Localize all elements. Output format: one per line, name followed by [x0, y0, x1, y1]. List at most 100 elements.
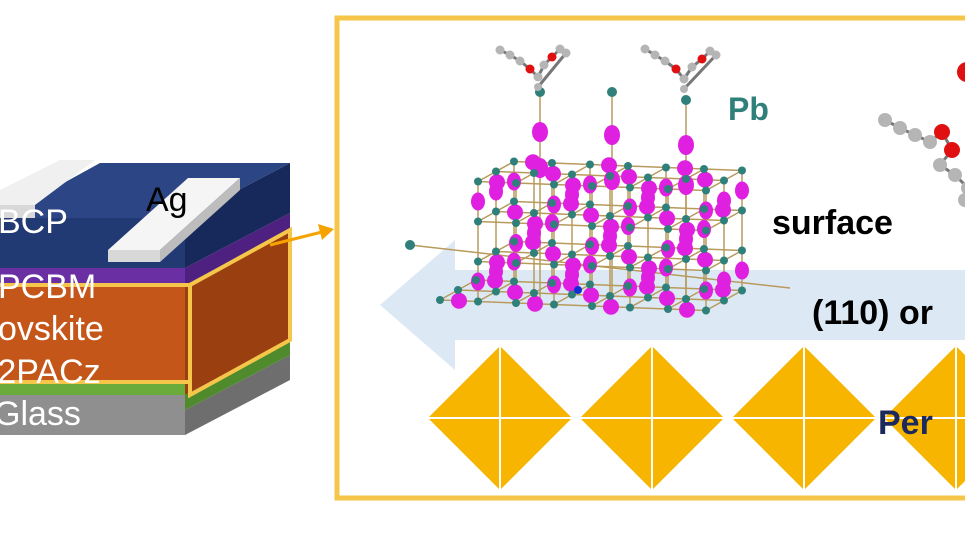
pb-atom — [510, 238, 518, 246]
pb-atom — [607, 87, 617, 97]
pb-atom — [568, 211, 576, 219]
orientation-label: (110) or — [812, 296, 933, 330]
pb-atom — [624, 242, 632, 250]
ag-electrode-right-front — [108, 250, 160, 262]
molecule-atom — [698, 55, 707, 64]
halide-atom — [565, 257, 581, 273]
layer-label-sam: -2PACz — [0, 355, 101, 389]
pb-atom — [606, 172, 614, 180]
pb-atom — [588, 262, 596, 270]
perovskite-label: Per — [878, 406, 933, 440]
pb-atom — [588, 302, 596, 310]
pb-atom — [626, 304, 634, 312]
pb-atom — [626, 264, 634, 272]
pb-atom — [738, 167, 746, 175]
molecule-atom — [680, 85, 688, 93]
molecule-atom — [496, 46, 505, 55]
molecule-atom — [540, 61, 549, 70]
pb-atom — [586, 241, 594, 249]
halide-atom — [621, 249, 637, 265]
pb-atom — [626, 184, 634, 192]
pb-atom — [588, 182, 596, 190]
halide-atom — [677, 240, 693, 256]
pb-atom — [472, 276, 480, 284]
layer-label-glass: Glass — [0, 397, 81, 431]
pb-atom — [436, 296, 444, 304]
pb-atom — [586, 201, 594, 209]
halide-atom — [659, 210, 675, 226]
molecule-atom — [534, 73, 543, 82]
halide-atom — [735, 262, 749, 280]
halide-atom — [678, 135, 694, 155]
halide-atom — [679, 302, 695, 318]
halide-atom — [641, 260, 657, 276]
halide-atom — [639, 199, 655, 215]
pb-atom — [624, 282, 632, 290]
molecule-atom — [923, 135, 937, 149]
pb-atom — [644, 174, 652, 182]
pb-atom — [405, 240, 415, 250]
halide-atom — [659, 290, 675, 306]
pb-atom — [492, 288, 500, 296]
pb-atom — [664, 305, 672, 313]
pb-atom — [681, 95, 691, 105]
molecule-atom — [688, 63, 697, 72]
molecule-atom — [933, 158, 947, 172]
halide-atom — [507, 284, 523, 300]
pb-atom — [474, 178, 482, 186]
pb-atom — [662, 244, 670, 252]
pb-label: Pb — [728, 93, 769, 125]
electrode-label-ag: Ag — [146, 183, 188, 217]
halide-atom — [715, 282, 731, 298]
pb-atom — [700, 245, 708, 253]
pb-atom — [624, 202, 632, 210]
pb-atom — [548, 279, 556, 287]
halide-atom — [451, 293, 467, 309]
molecule-atom — [548, 53, 557, 62]
molecule-atom — [944, 142, 960, 158]
halide-atom — [697, 172, 713, 188]
pb-atom — [702, 187, 710, 195]
halide-atom — [507, 204, 523, 220]
pb-atom — [700, 285, 708, 293]
layer-label-perovskite: ovskite — [0, 312, 104, 346]
molecule-atom — [908, 128, 922, 142]
pb-atom — [662, 204, 670, 212]
pb-atom — [510, 158, 518, 166]
pb-atom — [644, 294, 652, 302]
pb-atom — [548, 159, 556, 167]
layer-label-bcp: BCP — [0, 205, 68, 239]
halide-atom — [583, 207, 599, 223]
molecule-atom — [516, 57, 525, 66]
molecule-atom — [641, 45, 650, 54]
halide-atom — [532, 122, 548, 142]
zoom-arrowhead — [318, 224, 334, 240]
molecule-atom — [878, 113, 892, 127]
pb-atom — [664, 225, 672, 233]
halide-atom — [601, 237, 617, 253]
halide-atom — [489, 174, 505, 190]
pb-atom — [474, 218, 482, 226]
halide-atom — [735, 182, 749, 200]
molecule-atom — [562, 49, 571, 58]
pb-atom — [720, 177, 728, 185]
halide-atom — [487, 273, 503, 289]
pb-atom — [738, 247, 746, 255]
pb-atom — [510, 198, 518, 206]
pb-atom — [682, 175, 690, 183]
pb-atom — [662, 164, 670, 172]
halide-atom — [639, 279, 655, 295]
pb-atom — [512, 219, 520, 227]
pb-atom — [664, 265, 672, 273]
halide-atom — [527, 296, 543, 312]
pb-atom — [682, 215, 690, 223]
pb-atom — [586, 281, 594, 289]
pb-atom — [606, 212, 614, 220]
pb-atom — [474, 298, 482, 306]
halide-atom — [525, 234, 541, 250]
halide-atom — [471, 193, 485, 211]
pb-atom — [664, 185, 672, 193]
halide-atom — [677, 160, 693, 176]
